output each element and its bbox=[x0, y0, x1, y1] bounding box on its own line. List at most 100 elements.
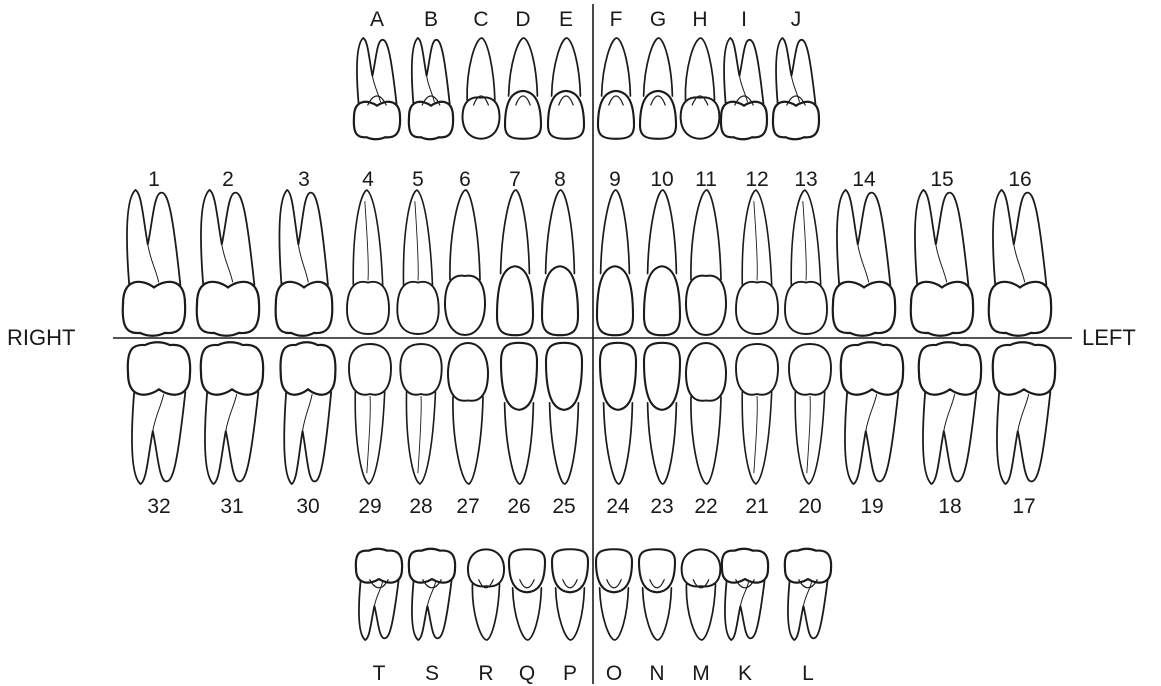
tooth-crown-2 bbox=[197, 282, 259, 336]
tooth-crown-e bbox=[548, 91, 584, 139]
tooth-crown-13 bbox=[785, 282, 827, 334]
tooth-j bbox=[773, 38, 819, 139]
tooth-root-r bbox=[472, 584, 499, 640]
tooth-crown-22 bbox=[686, 343, 726, 401]
tooth-crown-6 bbox=[445, 276, 485, 335]
tooth-crown-8 bbox=[542, 266, 578, 335]
tooth-crown-32 bbox=[128, 342, 190, 394]
tooth-crown-9 bbox=[597, 266, 633, 335]
tooth-label-22: 22 bbox=[694, 495, 717, 518]
permanent-lower-labels: 32313029282726252423222120191817 bbox=[147, 495, 1035, 518]
tooth-label-26: 26 bbox=[507, 495, 530, 518]
tooth-root-l bbox=[788, 581, 828, 640]
tooth-root-25 bbox=[550, 403, 579, 484]
permanent-lower-row bbox=[128, 342, 1055, 484]
tooth-label-j: J bbox=[791, 8, 802, 31]
tooth-label-25: 25 bbox=[552, 495, 575, 518]
tooth-n bbox=[639, 549, 675, 640]
tooth-g bbox=[640, 38, 676, 139]
tooth-label-p: P bbox=[563, 662, 577, 685]
tooth-label-o: O bbox=[606, 662, 622, 685]
tooth-t bbox=[356, 549, 402, 640]
tooth-r bbox=[468, 549, 504, 640]
tooth-11 bbox=[686, 190, 726, 335]
tooth-label-16: 16 bbox=[1008, 168, 1031, 191]
tooth-crown-20 bbox=[789, 344, 831, 395]
tooth-label-23: 23 bbox=[650, 495, 673, 518]
tooth-root-2 bbox=[222, 245, 233, 282]
tooth-root-t bbox=[359, 581, 399, 640]
tooth-label-i: I bbox=[741, 8, 747, 31]
tooth-24 bbox=[600, 343, 636, 484]
tooth-label-d: D bbox=[515, 8, 530, 31]
tooth-root-q bbox=[513, 588, 542, 640]
tooth-label-e: E bbox=[559, 8, 573, 31]
tooth-root-i bbox=[724, 38, 763, 104]
tooth-21 bbox=[736, 344, 778, 484]
tooth-23 bbox=[644, 343, 680, 484]
tooth-label-24: 24 bbox=[606, 495, 630, 518]
tooth-crown-i bbox=[721, 102, 767, 139]
tooth-crown-n bbox=[639, 549, 675, 592]
tooth-crown-26 bbox=[501, 343, 537, 410]
tooth-crown-b bbox=[409, 102, 453, 139]
tooth-root-t bbox=[374, 582, 382, 605]
tooth-9 bbox=[597, 190, 633, 335]
tooth-m bbox=[682, 549, 721, 640]
tooth-crown-29 bbox=[349, 344, 391, 395]
tooth-crown-l bbox=[785, 549, 831, 583]
tooth-root-l bbox=[803, 582, 811, 605]
tooth-crown-19 bbox=[841, 342, 903, 394]
tooth-root-15 bbox=[936, 245, 947, 282]
tooth-q bbox=[509, 549, 545, 640]
tooth-label-r: R bbox=[478, 662, 493, 685]
tooth-crown-c bbox=[463, 97, 500, 138]
tooth-crown-f bbox=[598, 91, 634, 139]
tooth-label-30: 30 bbox=[296, 495, 319, 518]
tooth-label-21: 21 bbox=[745, 495, 768, 518]
tooth-crown-3 bbox=[276, 282, 333, 336]
tooth-4 bbox=[347, 190, 389, 334]
tooth-crown-q bbox=[509, 549, 545, 592]
tooth-label-11: 11 bbox=[695, 168, 717, 191]
tooth-root-a bbox=[372, 76, 380, 102]
tooth-root-c bbox=[467, 38, 495, 100]
tooth-root-30 bbox=[284, 392, 331, 484]
tooth-root-8 bbox=[546, 190, 575, 274]
tooth-root-15 bbox=[915, 190, 968, 285]
tooth-10 bbox=[644, 190, 680, 335]
tooth-label-5: 5 bbox=[412, 168, 424, 191]
tooth-root-19 bbox=[845, 392, 898, 484]
tooth-root-7 bbox=[501, 190, 530, 274]
tooth-12 bbox=[736, 190, 778, 334]
tooth-root-d bbox=[516, 96, 530, 105]
tooth-root-11 bbox=[691, 190, 721, 280]
tooth-label-4: 4 bbox=[362, 168, 374, 191]
tooth-30 bbox=[281, 342, 336, 484]
tooth-crown-25 bbox=[546, 343, 582, 410]
tooth-root-5 bbox=[415, 202, 418, 281]
tooth-crown-27 bbox=[448, 343, 488, 401]
tooth-crown-14 bbox=[833, 282, 895, 336]
tooth-26 bbox=[501, 343, 537, 484]
tooth-root-6 bbox=[450, 190, 480, 280]
tooth-22 bbox=[686, 343, 726, 484]
tooth-root-2 bbox=[201, 190, 254, 285]
tooth-crown-a bbox=[354, 102, 400, 139]
tooth-5 bbox=[397, 190, 438, 334]
tooth-root-18 bbox=[923, 392, 976, 484]
tooth-c bbox=[463, 38, 500, 139]
tooth-root-h bbox=[685, 38, 714, 100]
tooth-root-24 bbox=[604, 403, 633, 484]
tooth-crown-m bbox=[682, 549, 721, 586]
tooth-a bbox=[354, 38, 400, 139]
tooth-root-i bbox=[739, 76, 747, 102]
tooth-crown-31 bbox=[201, 342, 263, 394]
label-right: RIGHT bbox=[7, 325, 75, 350]
tooth-1 bbox=[123, 190, 185, 336]
tooth-label-1: 1 bbox=[148, 168, 160, 191]
tooth-root-31 bbox=[226, 395, 237, 431]
tooth-28 bbox=[400, 344, 441, 484]
tooth-root-3 bbox=[298, 245, 308, 282]
tooth-27 bbox=[448, 343, 488, 484]
